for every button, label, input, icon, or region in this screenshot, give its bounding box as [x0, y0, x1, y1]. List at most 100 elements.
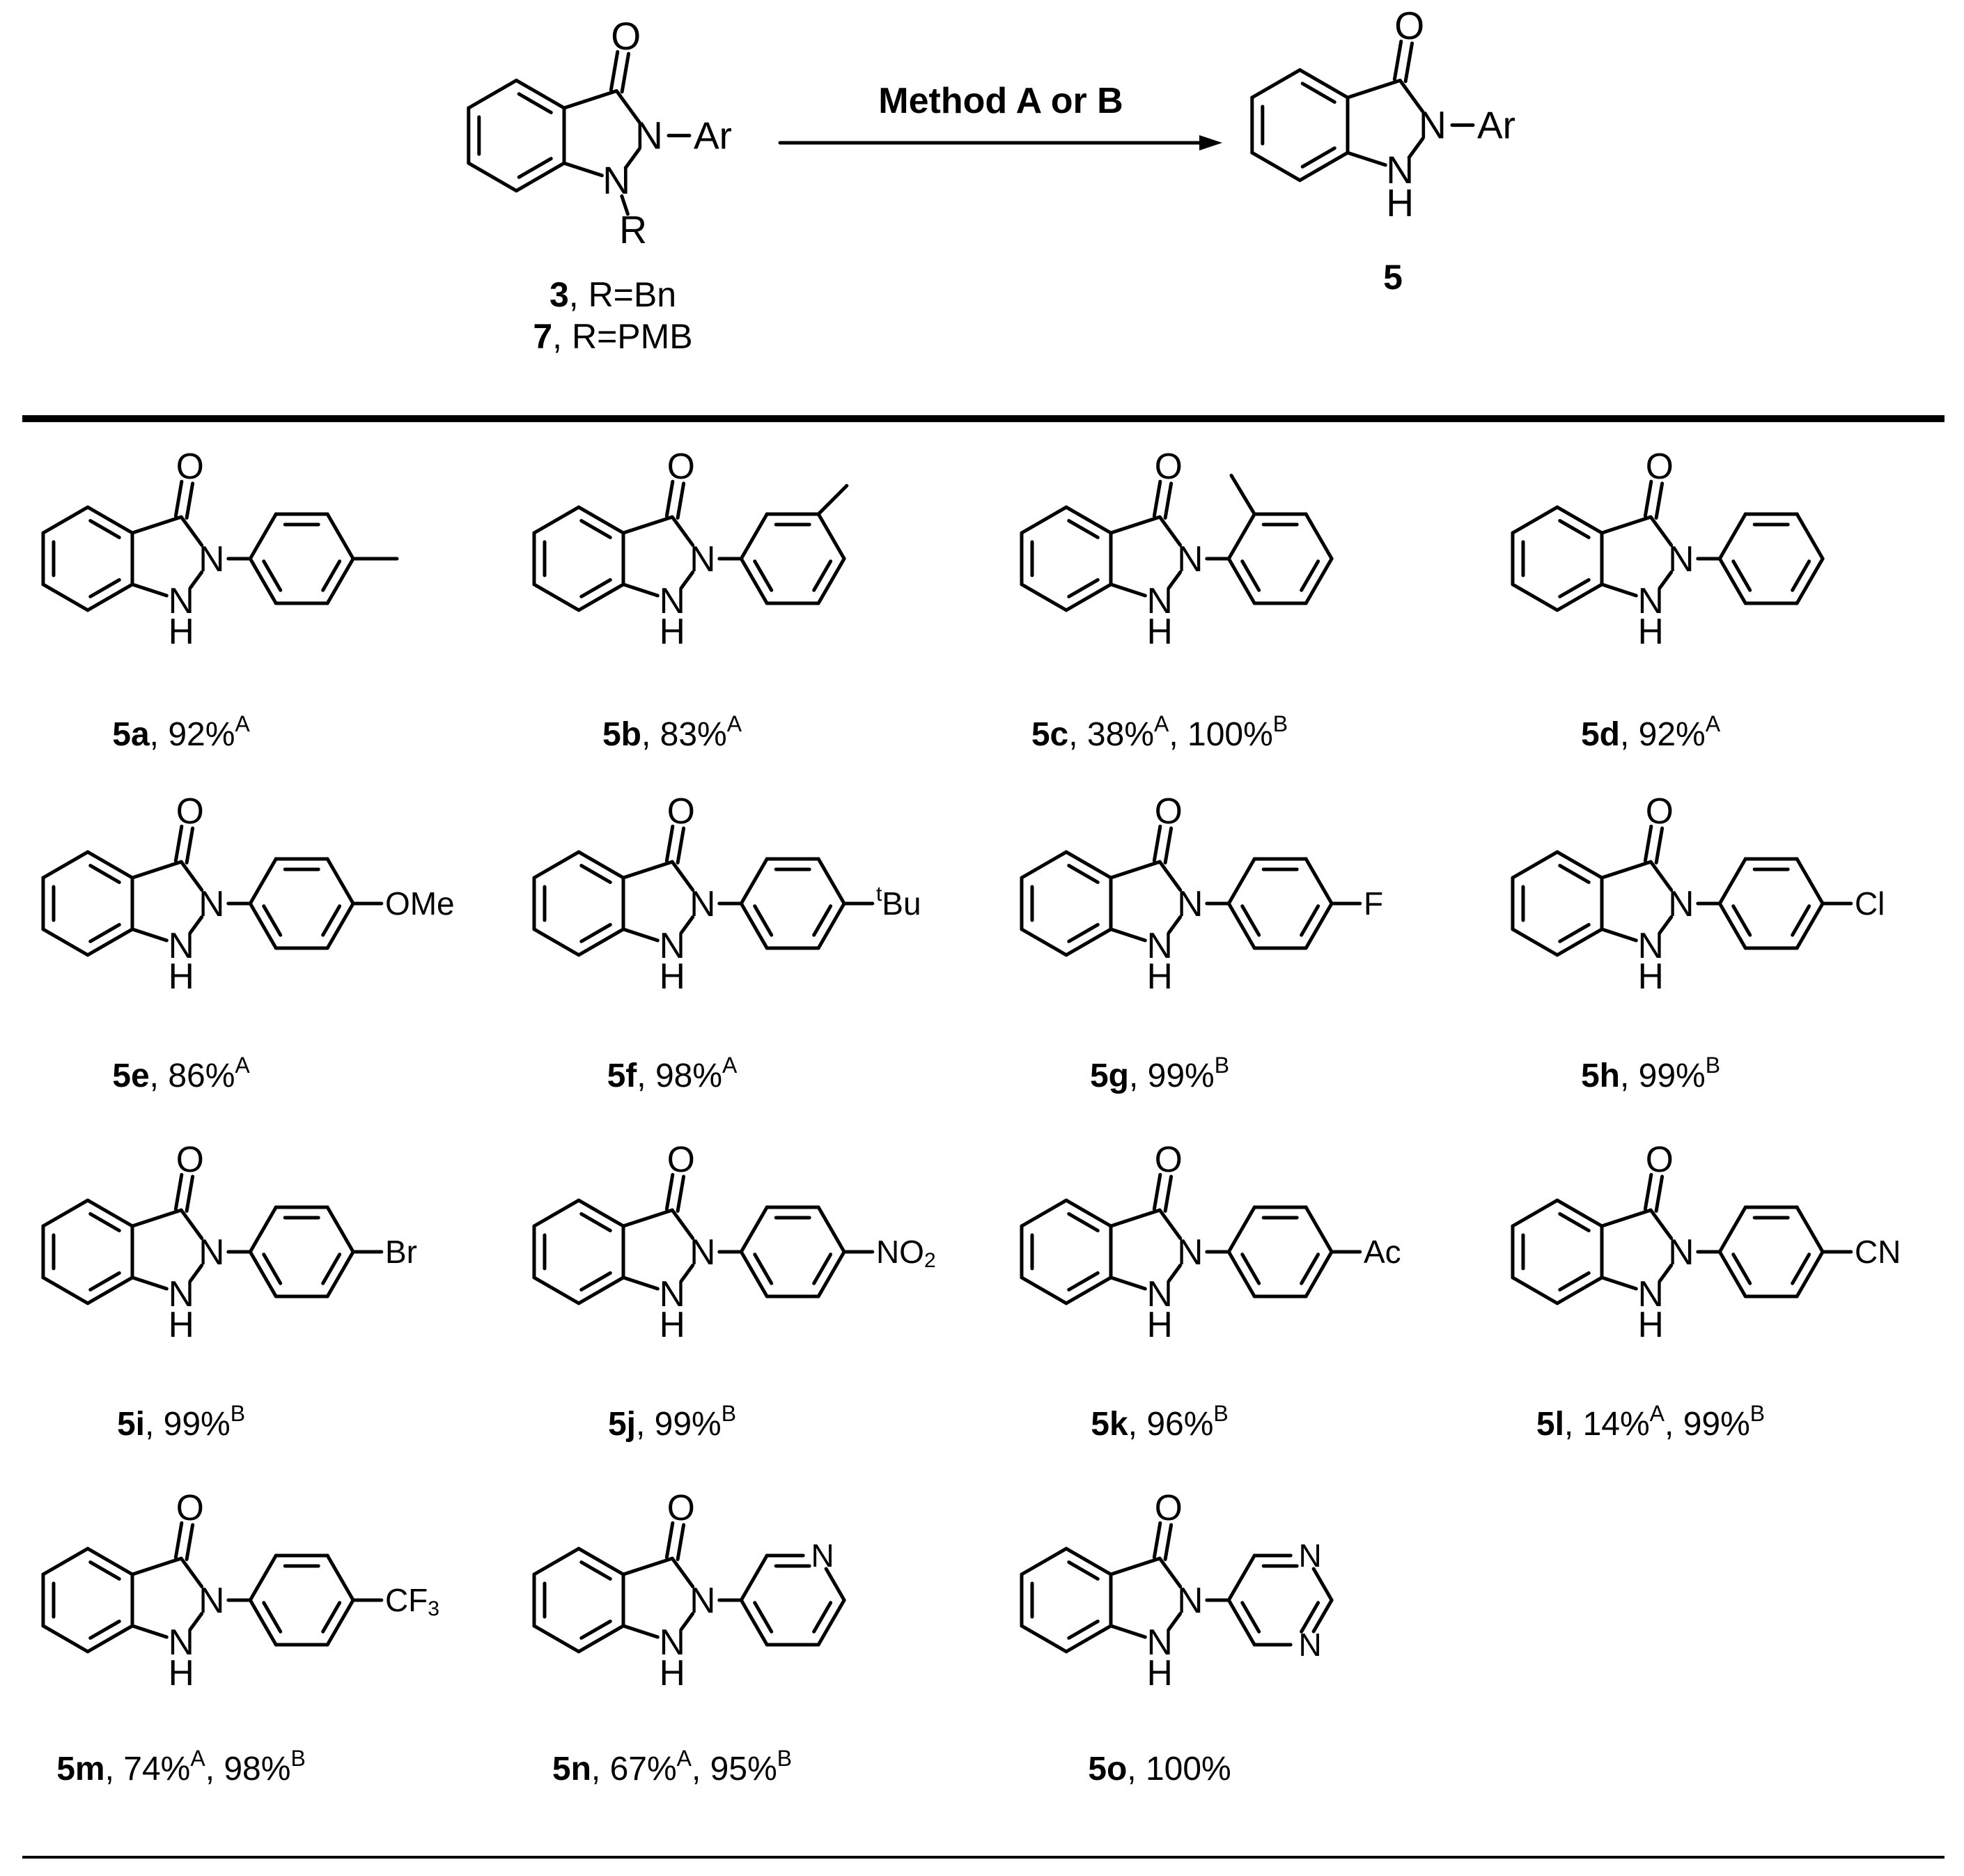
ring-bond: [1398, 78, 1425, 114]
ring-bond: [188, 915, 204, 935]
carbonyl-bond: [185, 1523, 195, 1561]
ring-bond: [1109, 1208, 1162, 1228]
ring-bond: [130, 860, 183, 880]
aryl-ring-bond: [1311, 1567, 1334, 1602]
aryl-ring-bond: [1226, 857, 1256, 906]
ring-bond: [1109, 582, 1147, 598]
ring-bond: [179, 1556, 204, 1589]
benzene-ring-bond: [577, 1198, 625, 1228]
aryl-ring-bond: [1311, 1598, 1334, 1634]
yield-method: B: [1213, 1401, 1228, 1426]
benzene-ring-bond: [86, 1624, 134, 1654]
caption-separator: ,: [641, 716, 660, 753]
ring-bond: [621, 1624, 660, 1639]
compound-id: 5b: [602, 716, 641, 753]
benzene-ring-double-bond: [579, 922, 612, 943]
ring-bond: [130, 1208, 183, 1228]
caption-separator: ,: [150, 716, 169, 753]
ring-bond: [1109, 860, 1162, 880]
benzene-ring-bond: [514, 161, 566, 193]
yield-value: 100%: [1187, 716, 1273, 753]
compound-caption: 5o, 100%: [1088, 1751, 1231, 1788]
carbonyl-bond: [1163, 481, 1174, 520]
ring-bond: [1158, 1208, 1183, 1241]
ring-bond: [1167, 1611, 1183, 1631]
aryl-ring-bond: [1304, 901, 1334, 950]
top-divider: [22, 415, 1944, 422]
carbonyl-bond: [1403, 41, 1414, 84]
aryl-ring-bond: [816, 1205, 846, 1254]
aryl-ring-bond: [1717, 1205, 1747, 1254]
aryl-ring-bond: [1795, 512, 1825, 561]
carbonyl-bond: [173, 479, 184, 518]
reactant-id: 3: [550, 275, 569, 314]
ring-bond: [188, 570, 204, 590]
ring-bond: [670, 1208, 695, 1241]
compound-caption: 5m, 74%A​, 98%B​: [56, 1746, 306, 1788]
benzene-ring-bond: [1064, 505, 1113, 535]
carbonyl-bond: [1643, 1172, 1653, 1211]
aryl-ring-double-bond: [1240, 559, 1261, 592]
yield-value: 86%: [168, 1057, 235, 1094]
substituent-superscript: t: [876, 882, 882, 905]
carbonyl-bond: [1152, 479, 1162, 518]
nitrogen-atom: N: [660, 925, 685, 966]
nitrogen-atom: N: [1638, 580, 1664, 621]
aryl-ring-bond: [248, 557, 278, 605]
benzene-ring-double-bond: [1067, 922, 1100, 943]
hydrogen-atom: H: [169, 1304, 194, 1344]
substituent-label: Br: [385, 1234, 417, 1270]
benzene-ring-bond: [1555, 927, 1604, 957]
yield-value: 99%: [1148, 1057, 1215, 1094]
aryl-ring-bond: [739, 1250, 769, 1299]
ring-bond: [1109, 1624, 1147, 1639]
substituent-label: CN: [1855, 1234, 1901, 1270]
compound-caption: 5l, 14%A​, 99%B​: [1536, 1401, 1765, 1443]
benzene-ring-bond: [577, 1624, 625, 1654]
benzene-ring-bond: [1511, 582, 1559, 612]
nitrogen-atom: N: [1668, 883, 1694, 924]
compound-id: 5l: [1536, 1406, 1564, 1443]
substituent-label: CF3: [385, 1582, 439, 1620]
ring-bond: [188, 1263, 204, 1283]
yield-value: 98%: [655, 1057, 722, 1094]
nitrogen-atom: N: [1177, 1232, 1203, 1272]
ring-bond: [1167, 915, 1183, 935]
hydrogen-atom: H: [1386, 181, 1414, 224]
yield-method: B: [290, 1746, 305, 1771]
yield-method: A: [1650, 1401, 1665, 1426]
methyl-bond: [816, 483, 849, 516]
caption-separator: ,: [1127, 1751, 1146, 1788]
benzene-ring-bond: [1250, 150, 1302, 183]
aryl-label: Ar: [694, 114, 732, 157]
ring-bond: [1167, 1263, 1183, 1283]
aryl-label: Ar: [1477, 104, 1515, 147]
hydrogen-atom: H: [660, 956, 685, 996]
oxygen-atom: O: [176, 1487, 204, 1528]
ring-bond: [130, 515, 183, 535]
hydrogen-atom: H: [660, 611, 685, 651]
aryl-ring-double-bond: [1300, 1253, 1320, 1285]
aryl-ring-bond: [1226, 1553, 1256, 1602]
carbonyl-bond: [1654, 1175, 1665, 1213]
ring-bond: [1658, 570, 1674, 590]
ring-bond: [1649, 860, 1674, 892]
compound-id: 5a: [112, 716, 150, 753]
benzene-ring-bond: [1020, 505, 1068, 535]
benzene-ring-bond: [467, 78, 518, 110]
nitrogen-atom: N: [1668, 1232, 1694, 1272]
benzene-ring-bond: [1064, 1624, 1113, 1654]
ring-bond: [621, 1556, 674, 1576]
ring-bond: [1158, 1556, 1183, 1589]
benzene-ring-double-bond: [88, 577, 121, 598]
aryl-ring-bond: [248, 1553, 278, 1602]
ring-bond: [1649, 515, 1674, 548]
caption-separator: ,: [1128, 1406, 1147, 1443]
hydrogen-atom: H: [660, 1304, 685, 1344]
benzene-ring-double-bond: [579, 864, 612, 884]
aryl-ring-double-bond: [262, 559, 283, 592]
compound-id: 5n: [552, 1751, 591, 1788]
